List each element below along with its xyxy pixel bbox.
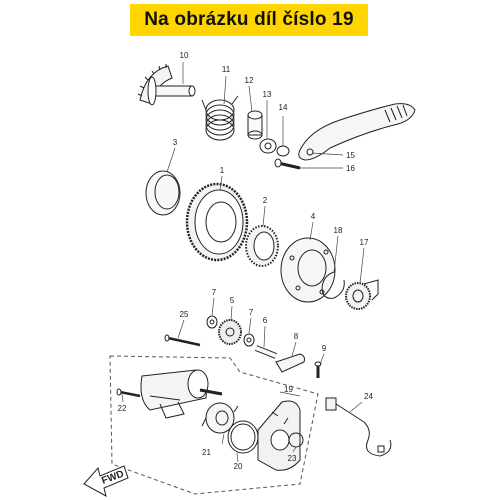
part-washer-14 [276,145,290,157]
callout-4: 4 [311,212,316,221]
part-kick-lever [298,103,416,161]
callout-8: 8 [294,332,299,341]
callout-17: 17 [360,238,369,247]
part-washer-13 [259,138,277,154]
part-washer-7b [243,333,255,347]
part-clip [321,271,345,299]
part-bolt-25 [164,334,201,347]
callout-11: 11 [222,65,231,74]
part-o-ring-20 [227,420,259,454]
part-switch-24 [325,397,392,457]
part-washer-7a [206,315,218,329]
callout-19: 19 [284,385,293,394]
callout-7b: 7 [249,308,254,317]
callout-21: 21 [202,448,211,457]
callout-23: 23 [288,454,297,463]
part-housing [257,400,301,471]
callout-5: 5 [230,296,235,305]
callout-labels: 10 11 12 13 14 15 16 3 1 2 4 18 17 7 5 7… [100,51,373,487]
part-bolt-22 [116,388,141,398]
callout-2: 2 [263,196,268,205]
callout-12: 12 [245,76,254,85]
callout-20: 20 [234,462,243,471]
callout-6: 6 [263,316,268,325]
part-bushing [247,110,263,140]
callout-14: 14 [279,103,288,112]
callout-18: 18 [334,226,343,235]
callout-13: 13 [263,90,272,99]
assembly-19-outline [109,355,319,495]
part-one-way-clutch [245,225,279,267]
part-bolt-16 [274,158,301,170]
callout-3: 3 [173,138,178,147]
title-banner: Na obrázku díl číslo 19 [130,4,368,36]
callout-16: 16 [346,164,355,173]
callout-22: 22 [118,404,127,413]
part-idler-gear [345,279,379,310]
part-oil-seal [145,170,181,216]
callout-10: 10 [180,51,189,60]
part-kick-gear-shaft [137,64,196,106]
part-bolt-9 [314,361,322,378]
callout-9: 9 [322,344,327,353]
part-spring [201,95,239,141]
part-ring-gear [185,182,249,262]
callout-7a: 7 [212,288,217,297]
part-lever-8 [275,353,305,373]
callout-24: 24 [364,392,373,401]
leader-lines [121,62,365,463]
part-starter-motor [140,369,223,419]
title-text: Na obrázku díl číslo 19 [144,9,354,30]
part-flange-21 [201,402,239,434]
fwd-arrow-icon [83,465,129,497]
callout-25: 25 [180,310,189,319]
callout-15: 15 [346,151,355,160]
part-shaft-6 [254,345,278,359]
callout-1: 1 [220,166,225,175]
part-gear-5 [218,319,242,345]
part-starter-clutch [280,237,336,303]
